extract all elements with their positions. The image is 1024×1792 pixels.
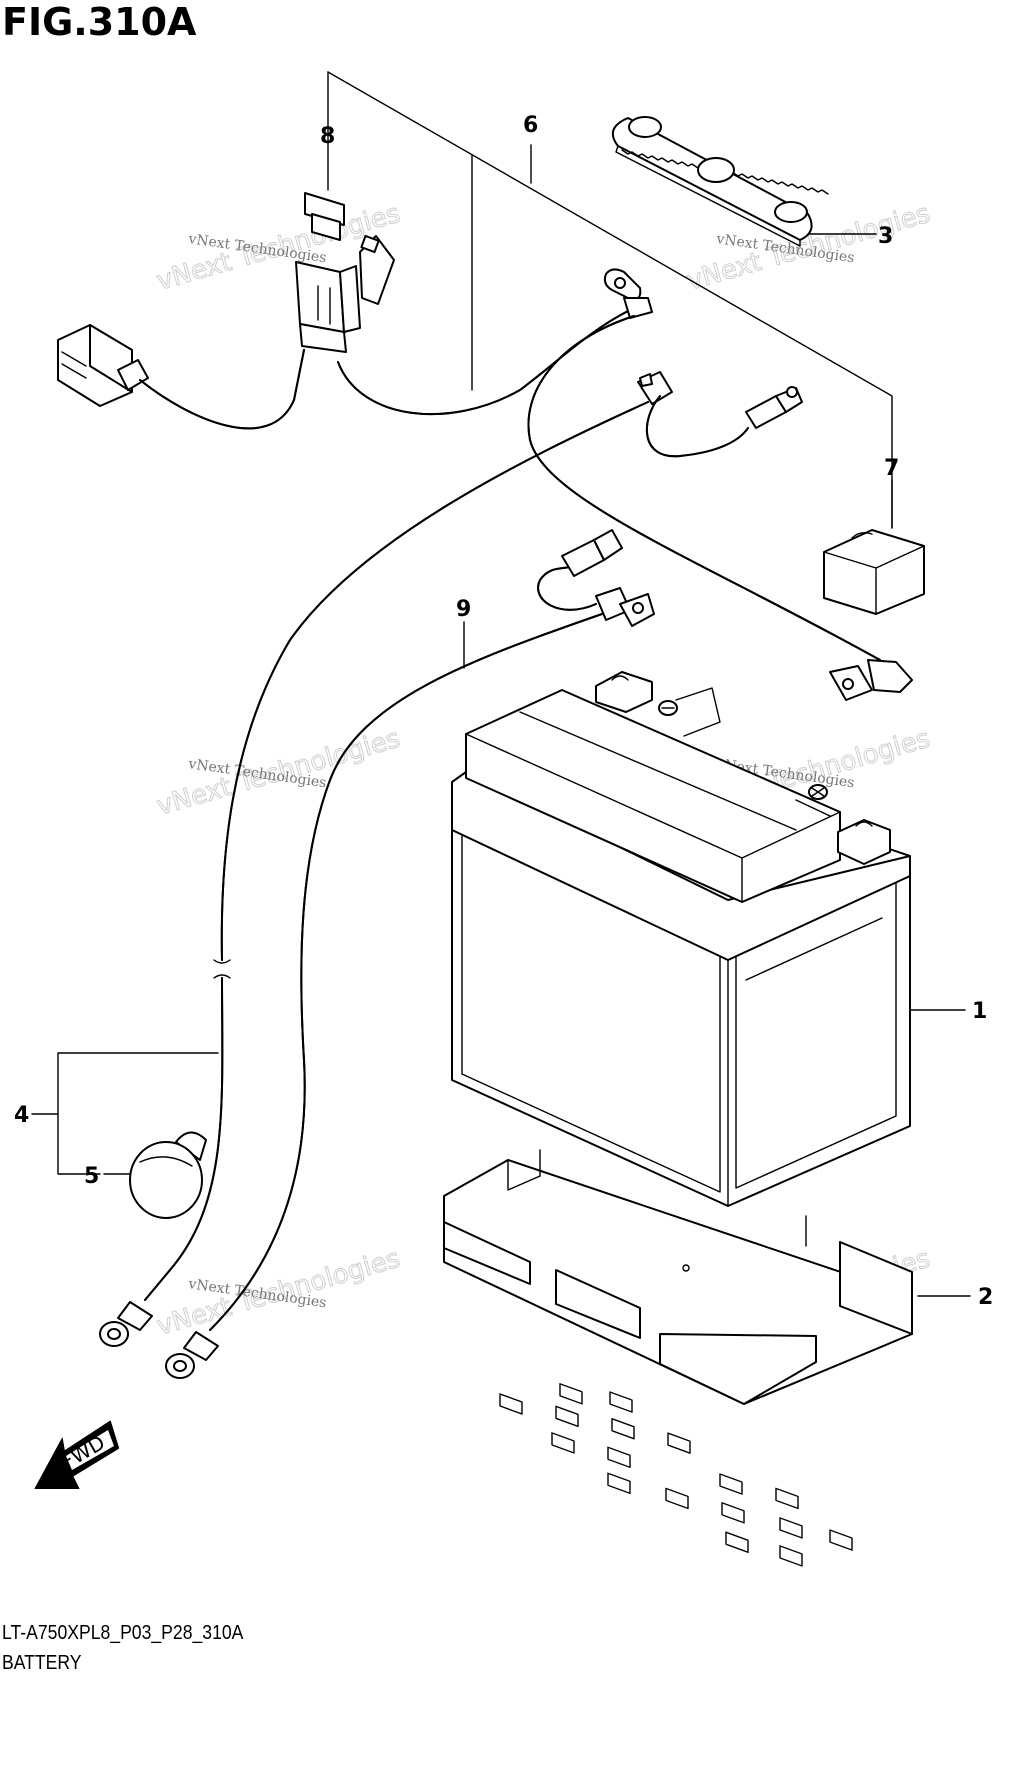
cable-part-9 xyxy=(165,529,655,1379)
tray-slots xyxy=(499,1383,853,1567)
watermark-bottom-left: vNext Technologies vNext Technologies xyxy=(153,1243,404,1342)
battery-strap-part-3 xyxy=(611,116,829,247)
leader-lines xyxy=(31,71,971,1297)
figure-description: BATTERY xyxy=(2,1652,82,1674)
callout-2: 2 xyxy=(978,1285,993,1310)
callout-1: 1 xyxy=(972,999,987,1024)
callout-4: 4 xyxy=(14,1103,29,1128)
figure-title: FIG.310A xyxy=(2,0,197,44)
callout-3: 3 xyxy=(878,224,893,249)
watermark-mid-left: vNext Technologies vNext Technologies xyxy=(153,723,404,822)
fuse-part-8 xyxy=(295,192,395,353)
callout-6: 6 xyxy=(523,113,538,138)
terminal-boot-part-5 xyxy=(129,1131,207,1219)
callout-5: 5 xyxy=(84,1164,99,1189)
battery-part-1 xyxy=(451,671,911,1207)
terminal-cover-part-7 xyxy=(823,529,925,615)
sensor-lead xyxy=(646,386,803,458)
negative-cable-part-4 xyxy=(99,371,673,1347)
callout-7: 7 xyxy=(884,456,899,481)
battery-tray-part-2 xyxy=(443,1149,913,1567)
positive-cable xyxy=(527,315,913,701)
callout-9: 9 xyxy=(456,597,471,622)
callout-8: 8 xyxy=(320,124,335,149)
model-code: LT-A750XPL8_P03_P28_310A xyxy=(2,1622,244,1644)
fwd-arrow-icon: FWD xyxy=(34,1420,120,1489)
